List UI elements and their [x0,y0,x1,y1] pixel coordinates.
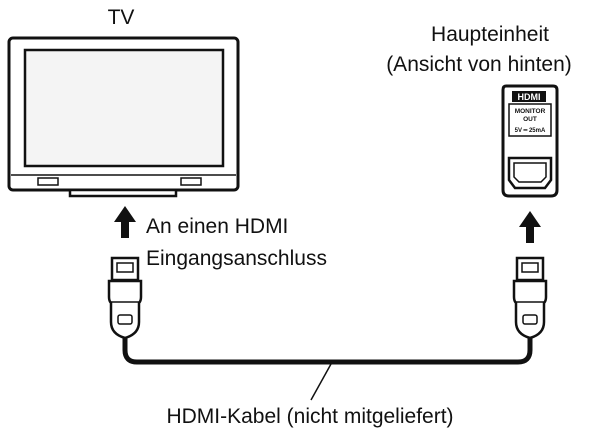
port-power-text: 5V ━ 25mA [515,128,546,134]
main-unit-subtitle: (Ansicht von hinten) [386,53,572,76]
hdmi-cable [122,338,533,365]
tv-stand [68,188,178,198]
port-out-text: OUT [523,116,537,123]
port-hdmi-text: HDMI [518,92,541,102]
tv-right-foot [180,177,202,186]
plug-right-tip-inner [521,262,539,273]
tv-illustration [7,36,240,198]
main-unit-port-panel: HDMI MONITOR OUT 5V ━ 25mA [501,84,559,198]
port-inner-frame [508,103,552,137]
plug-left-tip-inner [116,262,134,273]
tv-input-label-line1: An einen HDMI [146,215,289,238]
arrow-up-left-icon [114,206,136,238]
tv-left-foot [37,177,59,186]
cable-leader-line [310,363,332,401]
tv-label: TV [107,6,135,29]
tv-screen [23,48,225,168]
hdmi-socket-inner [513,162,547,183]
plug-left-grip [117,314,133,325]
port-monitor-text: MONITOR [515,108,546,115]
cable-label: HDMI-Kabel (nicht mitgeliefert) [166,405,454,428]
hdmi-plug-right [512,256,548,340]
tv-input-label-line2: Eingangsanschluss [146,247,327,270]
hdmi-plug-left [107,256,143,340]
plug-left-body [107,279,143,340]
port-hdmi-badge [512,91,546,102]
arrow-to-main-unit [519,211,541,243]
arrow-up-right-icon [519,211,541,243]
arrow-to-tv [114,206,136,238]
main-unit-title: Haupteinheit [431,23,549,46]
plug-right-body [512,279,548,340]
plug-right-grip [522,314,538,325]
